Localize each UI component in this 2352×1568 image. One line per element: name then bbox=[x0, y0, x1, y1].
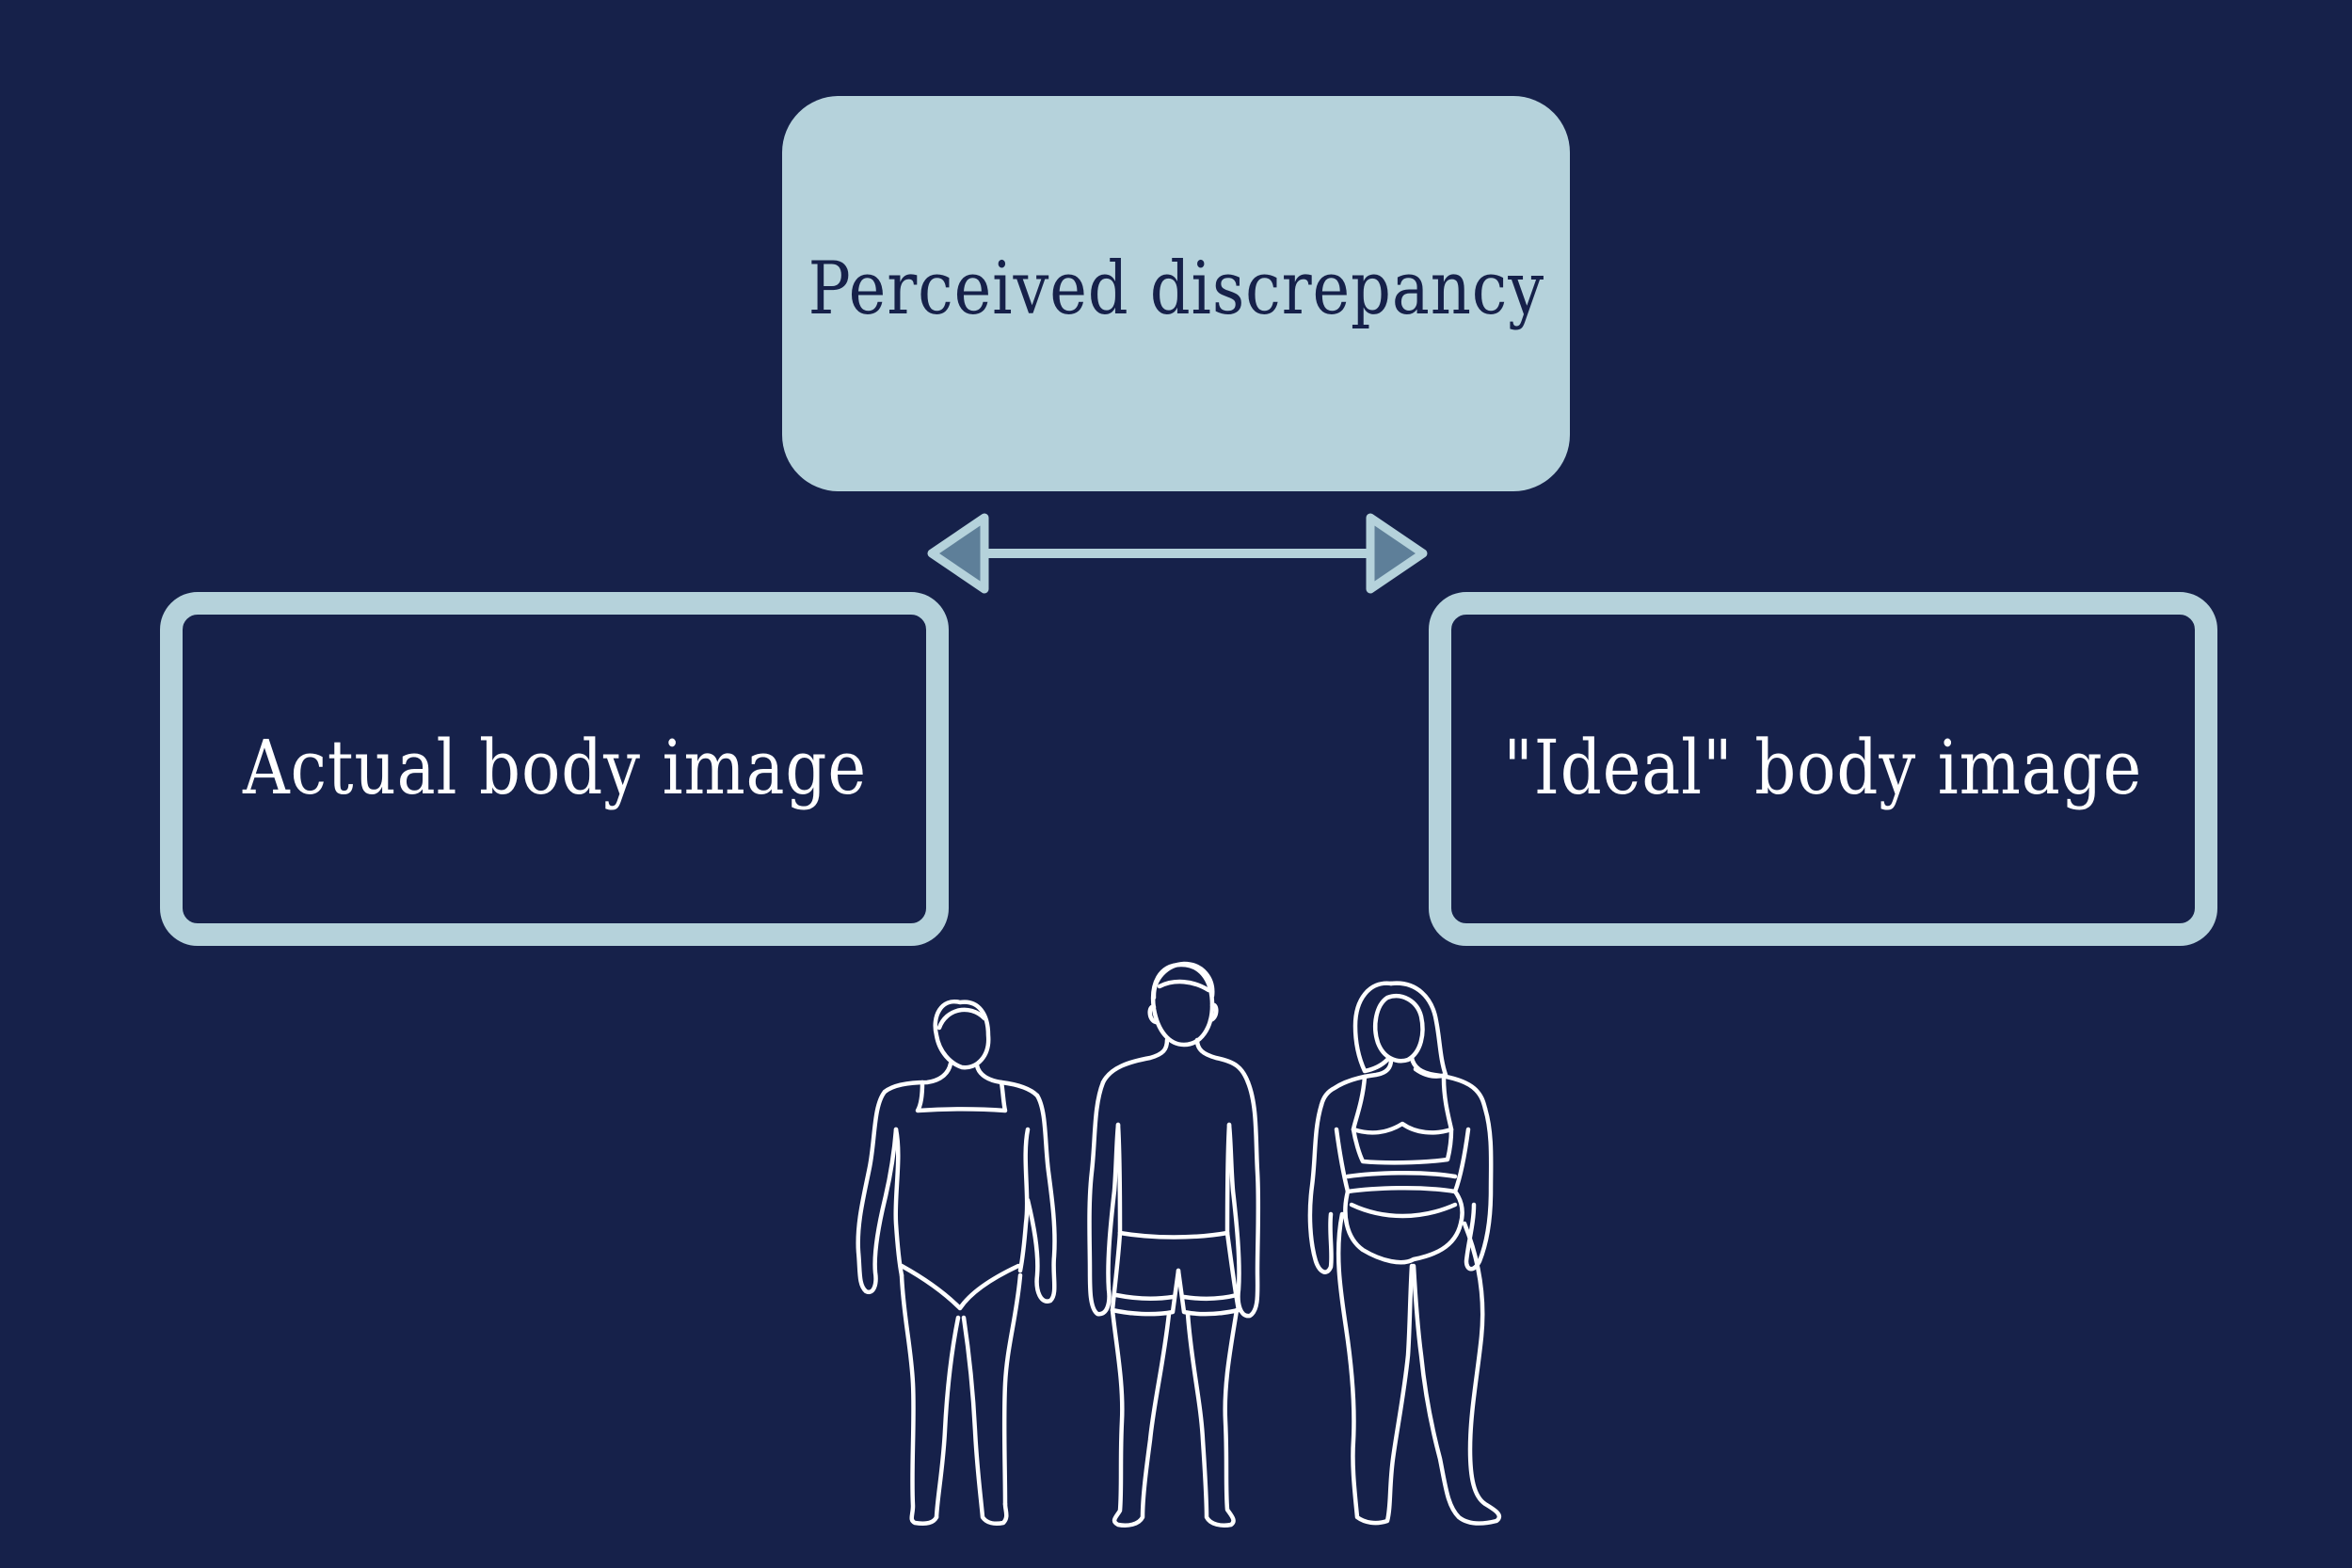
actual-body-image-label: Actual body image bbox=[242, 723, 867, 811]
double-arrow-icon bbox=[927, 513, 1428, 594]
perceived-discrepancy-label: Perceived discrepancy bbox=[808, 247, 1544, 331]
ideal-body-image-box: "Ideal" body image bbox=[1429, 592, 2217, 946]
figure-woman-swimsuit-icon bbox=[856, 1000, 1057, 1526]
figure-man-shorts-icon bbox=[1087, 961, 1261, 1528]
arrow-head-right bbox=[1366, 513, 1428, 594]
ideal-body-image-label: "Ideal" body image bbox=[1503, 723, 2143, 811]
figure-woman-bikini-icon bbox=[1307, 981, 1502, 1526]
perceived-discrepancy-box: Perceived discrepancy bbox=[782, 96, 1570, 491]
arrow-head-left bbox=[927, 513, 989, 594]
actual-body-image-box: Actual body image bbox=[160, 592, 949, 946]
